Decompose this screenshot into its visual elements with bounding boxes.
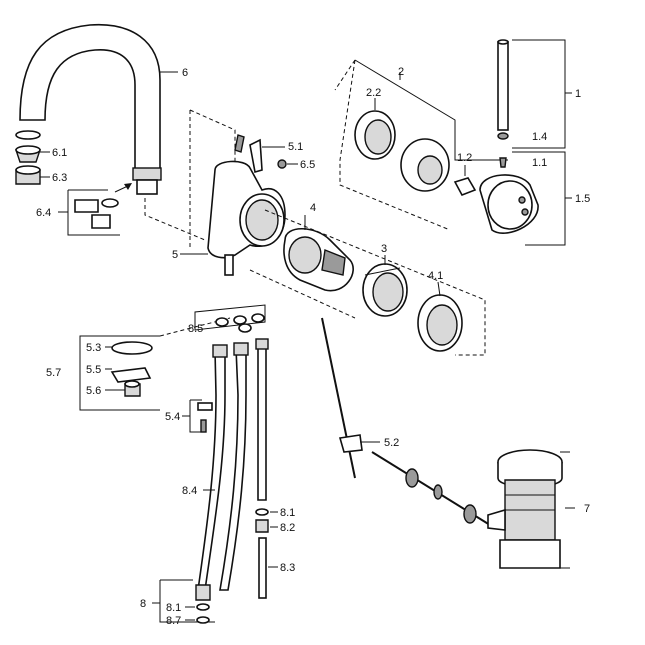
- insert-part-1-2: [453, 165, 477, 196]
- washer-part-8-1-top: [255, 508, 278, 516]
- pop-up-waste-part-7: [371, 449, 575, 569]
- callout-4: 4: [310, 202, 316, 214]
- lever-rod-part-1: [497, 39, 509, 140]
- callout-1-5: 1.5: [575, 193, 590, 205]
- fixing-kit-box-6-4: [58, 183, 132, 236]
- callout-6-5: 6.5: [300, 159, 315, 171]
- callout-1-2: 1.2: [457, 152, 472, 164]
- callout-1-1: 1.1: [532, 157, 547, 169]
- callout-8-4: 8.4: [182, 485, 197, 497]
- handle-part-1-5: [479, 174, 539, 234]
- callout-6-4: 6.4: [36, 207, 51, 219]
- callout-labels: 6 6.1 6.3 6.4 5.1 6.5 5 4 2 2.2 1 1.4 1.…: [36, 66, 590, 627]
- callout-4-1: 4.1: [428, 270, 443, 282]
- sleeve-part-2-2: [354, 98, 396, 160]
- spout-part-6: [19, 23, 178, 195]
- callout-1-4: 1.4: [532, 131, 547, 143]
- cartridge-part-4: [283, 215, 354, 292]
- ring-part-4-1: [417, 281, 463, 352]
- clamp-part-5-5: [105, 367, 152, 383]
- callout-5-6: 5.6: [86, 385, 101, 397]
- ring-part-3: [362, 255, 408, 317]
- callout-6: 6: [182, 67, 188, 79]
- lift-rod-part-5-2: [321, 317, 380, 479]
- washers-part-8-5: [215, 313, 265, 333]
- aerator-part-6-1: [15, 130, 50, 163]
- callout-8-1-top: 8.1: [280, 507, 295, 519]
- aerator-housing-part-6-3: [15, 165, 50, 185]
- nut-part-8-2: [255, 519, 278, 533]
- callout-8-2: 8.2: [280, 522, 295, 534]
- clip-part-5-3: [105, 341, 153, 355]
- screw-part-1-1: [499, 157, 507, 168]
- callout-3: 3: [381, 243, 387, 255]
- lift-rod-part-5-1: [249, 138, 285, 174]
- callout-8-7: 8.7: [166, 615, 181, 627]
- nut-part-5-6: [105, 380, 141, 397]
- callout-5-1: 5.1: [288, 141, 303, 153]
- callout-8-1-bottom: 8.1: [166, 602, 181, 614]
- nut-part-8: [152, 579, 215, 624]
- callout-5-7: 5.7: [46, 367, 61, 379]
- callout-5-5: 5.5: [86, 364, 101, 376]
- callout-7: 7: [584, 503, 590, 515]
- hoses-part-8-4: [197, 338, 269, 591]
- cap-part-2: [400, 138, 450, 192]
- callout-8-5: 8.5: [188, 323, 203, 335]
- pin-part-8-3: [258, 537, 278, 599]
- callout-2: 2: [398, 66, 404, 78]
- screw-part-6-5: [277, 159, 298, 169]
- callout-1: 1: [575, 88, 581, 100]
- fixing-part-5-4: [182, 399, 213, 433]
- callout-8: 8: [140, 598, 146, 610]
- faucet-body-part-5: [180, 134, 286, 276]
- callout-5-2: 5.2: [384, 437, 399, 449]
- callout-5-4: 5.4: [165, 411, 180, 423]
- callout-6-3: 6.3: [52, 172, 67, 184]
- callout-8-3: 8.3: [280, 562, 295, 574]
- callout-2-2: 2.2: [366, 87, 381, 99]
- callout-6-1: 6.1: [52, 147, 67, 159]
- callout-5-3: 5.3: [86, 342, 101, 354]
- callout-5: 5: [172, 249, 178, 261]
